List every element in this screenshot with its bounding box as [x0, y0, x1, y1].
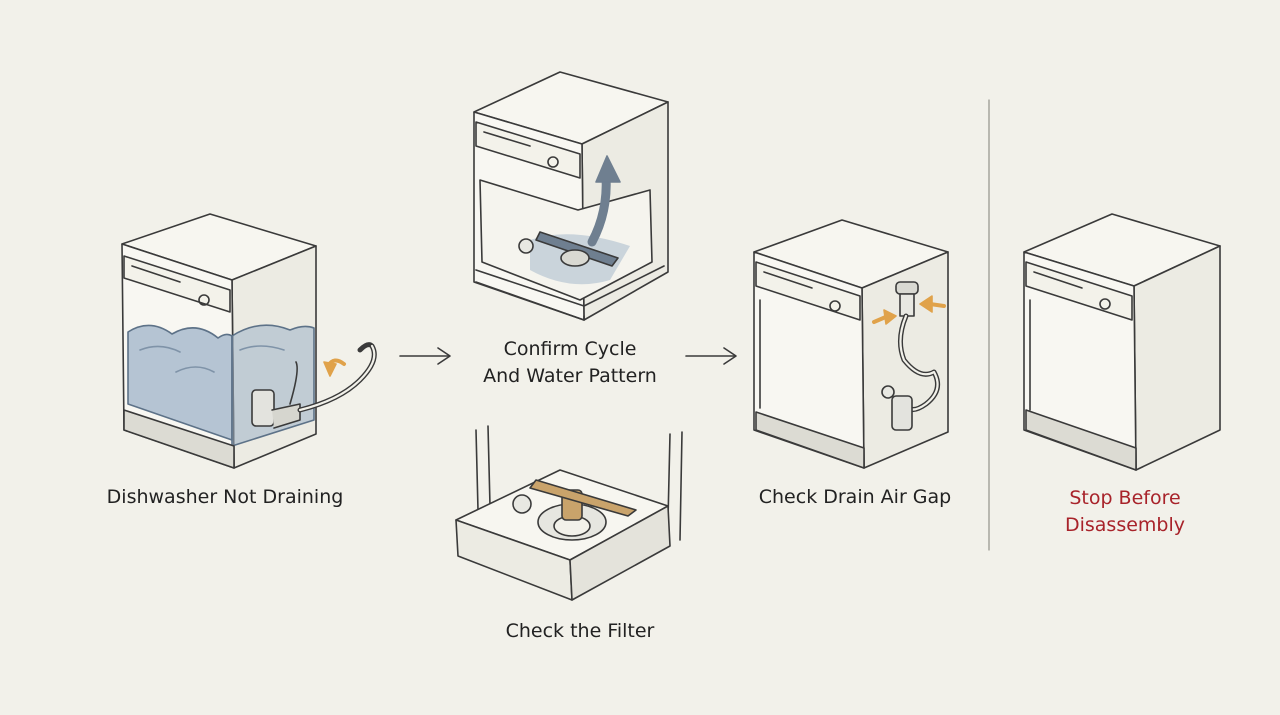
step-label-confirm-cycle: Confirm Cycle And Water Pattern: [440, 336, 700, 390]
step-label-line-1: Stop Before: [1069, 487, 1181, 509]
filter-closeup-icon: [455, 425, 683, 601]
step-label-line-1: Confirm Cycle: [503, 338, 637, 360]
step-label-check-air-gap: Check Drain Air Gap: [720, 484, 990, 511]
flow-arrow-icon: [399, 347, 451, 365]
step-label-line-2: And Water Pattern: [483, 365, 657, 387]
dishwasher-spray-arm-icon: [473, 71, 669, 321]
step-label-dishwasher-not-draining: Dishwasher Not Draining: [70, 484, 380, 511]
dishwasher-air-gap-icon: [753, 219, 949, 469]
flow-arrow-icon: [685, 347, 737, 365]
dishwasher-full-of-water-icon: [121, 213, 377, 469]
step-label-text: Check the Filter: [505, 620, 655, 642]
step-label-check-filter: Check the Filter: [440, 618, 720, 645]
step-label-stop-before-disassembly: Stop Before Disassembly: [1020, 485, 1230, 539]
step-label-line-2: Disassembly: [1064, 514, 1186, 536]
step-label-text: Check Drain Air Gap: [758, 486, 952, 508]
dishwasher-closed-icon: [1023, 213, 1221, 471]
step-label-text: Dishwasher Not Draining: [106, 486, 344, 508]
